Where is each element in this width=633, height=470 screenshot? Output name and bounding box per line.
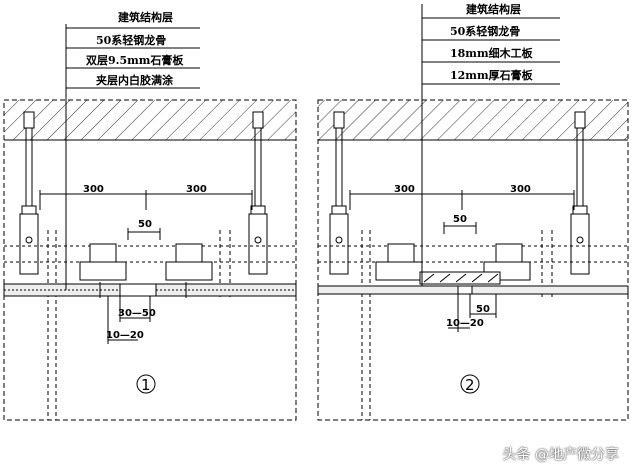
diagram-2-number-circle <box>460 374 480 394</box>
diagram-2-label-keel: 50系轻钢龙骨 <box>450 24 520 38</box>
diagram-1-slab-hatch <box>4 100 296 140</box>
diagram-1-dim-50: 50 <box>138 219 152 230</box>
diagram-1-label-keel: 50系轻钢龙骨 <box>96 33 166 47</box>
diagram-1-label-glue: 夹层内白胶满涂 <box>96 73 174 87</box>
diagram-2-gap-dims <box>448 294 497 332</box>
watermark: 头条 @地产微分享 <box>502 447 619 463</box>
diagram-1-center-lines <box>47 230 231 420</box>
diagram-1-label-gypsum: 双层9.5mm石膏板 <box>86 53 184 67</box>
diagram-1-dim-10-20: 10—20 <box>106 330 144 341</box>
diagram-1-dim-30-50: 30—50 <box>118 308 156 319</box>
diagram-2-joint-gap <box>457 285 473 295</box>
diagram-2-dimension-300 <box>349 190 575 210</box>
diagram-2-hanger-left <box>329 111 349 275</box>
diagram-1-joint-gap <box>119 283 157 297</box>
diagram-2-label-plywood: 18mm细木工板 <box>450 46 534 60</box>
diagram-2-gypsum-board <box>317 285 629 295</box>
diagram-2-dim-50: 50 <box>453 214 467 225</box>
diagram-1-dimension-300 <box>39 190 253 210</box>
diagram-2-dim-300-right: 300 <box>510 184 531 195</box>
diagram-1-dim-300-left: 300 <box>83 184 104 195</box>
diagram-1-number: 1 <box>141 376 151 394</box>
diagram-2: 300 300 50 50 <box>317 2 629 421</box>
diagram-2-dim-50-lower: 50 <box>476 304 490 315</box>
diagram-2-dim-10-20: 10—20 <box>446 318 484 329</box>
diagram-1-label-structure: 建筑结构层 <box>118 10 173 24</box>
diagram-2-hanger-right <box>570 111 590 275</box>
diagram-2-label-gypsum: 12mm厚石膏板 <box>450 68 534 82</box>
diagram-1-number-circle <box>136 374 156 394</box>
diagram-1-gap-dims <box>107 296 151 344</box>
diagram-2-plywood-pattern <box>423 273 499 283</box>
diagram-2-label-structure: 建筑结构层 <box>466 2 521 16</box>
diagram-2-plywood <box>419 271 501 285</box>
diagram-1-dim-300-right: 300 <box>186 184 207 195</box>
diagram-1-dimension-50 <box>127 228 161 240</box>
diagram-2-label-rules <box>422 17 560 85</box>
diagram-1-label-rules <box>66 27 200 89</box>
diagram-1-screws <box>99 282 187 298</box>
diagram-2-dim-300-left: 300 <box>394 184 415 195</box>
diagram-1: 300 300 50 <box>3 10 297 421</box>
diagram-2-dimension-50 <box>443 222 477 234</box>
diagram-1-hanger-right <box>248 111 268 275</box>
diagram-1-studs <box>79 243 213 281</box>
diagram-1-hanger-left <box>19 111 39 275</box>
diagram-2-number: 2 <box>465 376 475 394</box>
